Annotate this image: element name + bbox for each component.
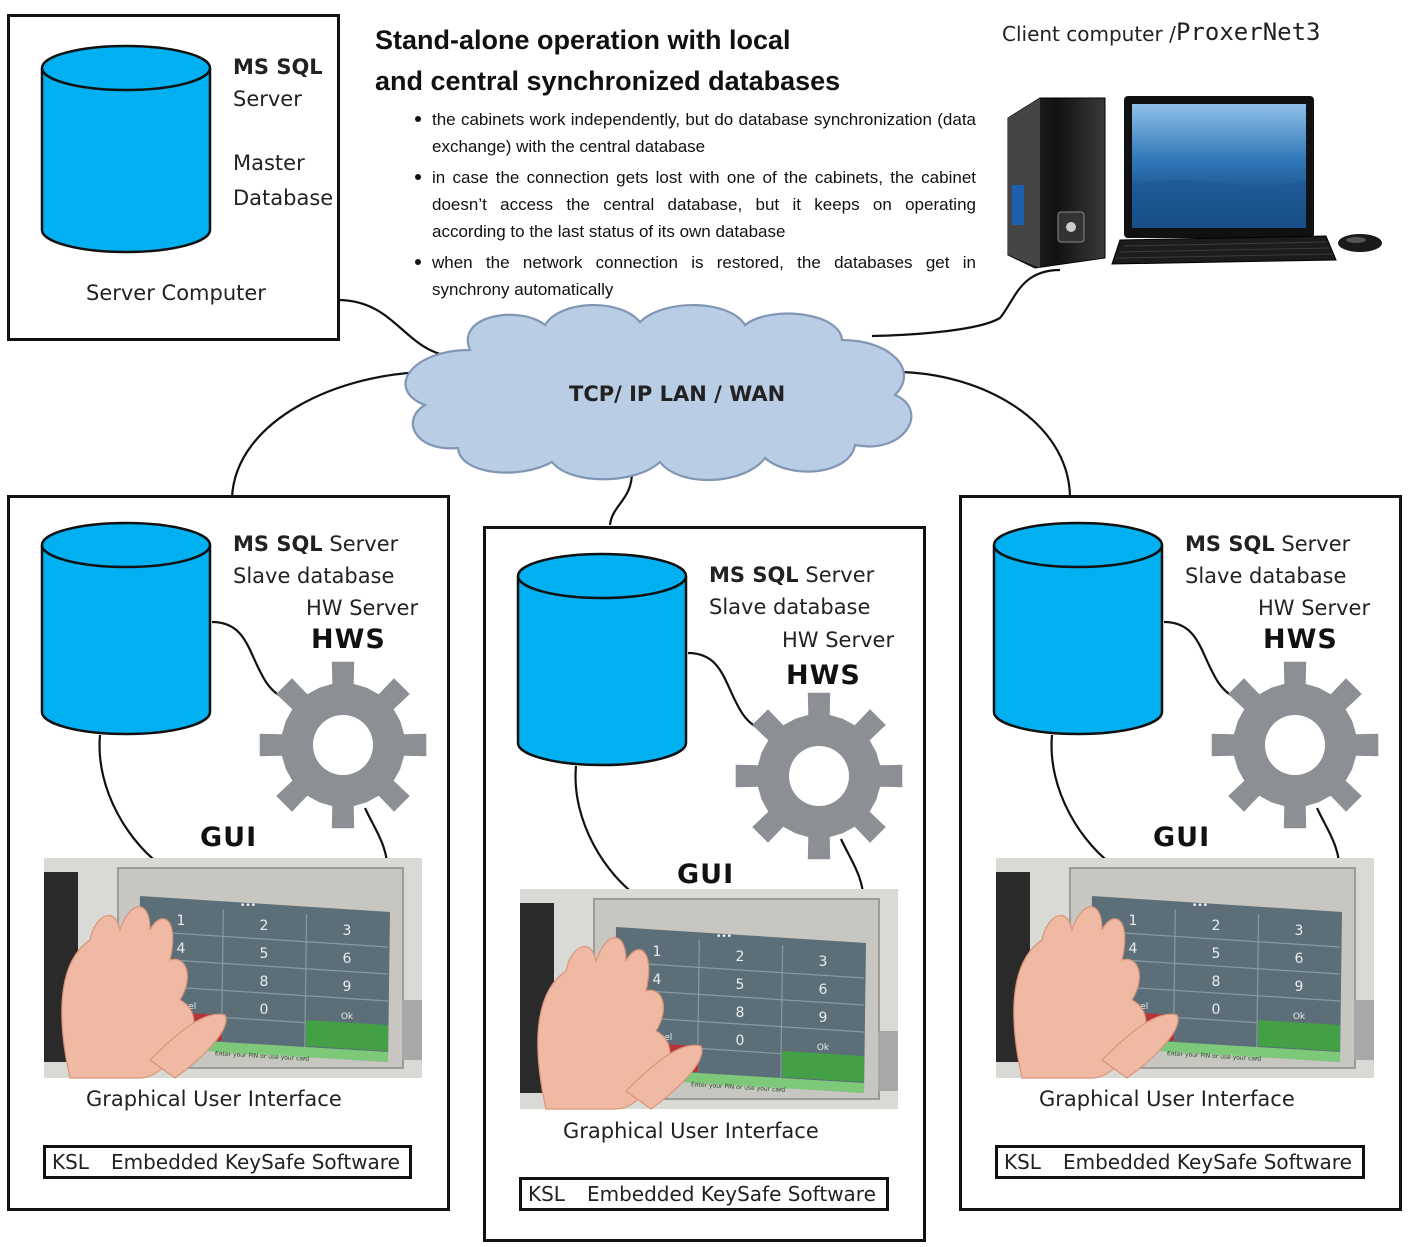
link-cloud-cabinet1 <box>230 370 433 499</box>
ksl-name: Embedded KeySafe Software <box>110 1150 400 1174</box>
server-server-label: Server <box>233 87 302 111</box>
cabinet2-gui-label: GUI <box>677 859 735 890</box>
cabinet1-slave-db-label: Slave database <box>233 564 395 588</box>
link-cloud-cabinet3 <box>894 370 1072 497</box>
ksl-code: KSL <box>1004 1150 1041 1174</box>
server-database-label: Database <box>233 186 334 210</box>
cabinet2-hw-server-label: HW Server <box>782 628 895 652</box>
cabinet3-hw-server-label: HW Server <box>1258 596 1371 620</box>
link-client-cloud <box>871 268 1061 338</box>
ksl-code: KSL <box>528 1182 565 1206</box>
cabinet2-ksl-box: KSL Embedded KeySafe Software <box>519 1177 889 1211</box>
cabinet1-hws-label: HWS <box>311 624 386 655</box>
cabinet1-ms-sql-server-label: MS SQL Server <box>233 532 398 556</box>
cabinet2-gui-caption: Graphical User Interface <box>563 1119 819 1143</box>
server-ms-sql-label: MS SQL <box>233 55 323 79</box>
diagram-title-line2: and central synchronized databases <box>375 66 841 96</box>
ksl-code: KSL <box>52 1150 89 1174</box>
proxernet-brand: ProxerNet3 <box>1176 18 1321 46</box>
cabinet3-gui-label: GUI <box>1153 822 1211 853</box>
server-text: Server <box>805 563 875 587</box>
cabinet3-slave-db-label: Slave database <box>1185 564 1347 588</box>
cabinet1-hw-server-label: HW Server <box>306 596 419 620</box>
cabinet3-hws-label: HWS <box>1263 624 1338 655</box>
cabinet3-gui-caption: Graphical User Interface <box>1039 1087 1295 1111</box>
ksl-name: Embedded KeySafe Software <box>586 1182 876 1206</box>
bullet-item: in case the connection gets lost with on… <box>415 164 976 245</box>
diagram-title-line1: Stand-alone operation with local <box>375 25 791 55</box>
cabinet3-ms-sql-server-label: MS SQL Server <box>1185 532 1350 556</box>
cabinet2-ms-sql-server-label: MS SQL Server <box>709 563 874 587</box>
cabinet2-hws-label: HWS <box>786 660 861 691</box>
ms-sql-text: MS SQL <box>709 563 799 587</box>
cabinet1-ksl-box: KSL Embedded KeySafe Software <box>43 1145 412 1179</box>
cabinet2-slave-db-label: Slave database <box>709 595 871 619</box>
cabinet1-gui-caption: Graphical User Interface <box>86 1087 342 1111</box>
cabinet3-ksl-box: KSL Embedded KeySafe Software <box>995 1145 1365 1179</box>
bullet-item: when the network connection is restored,… <box>415 249 976 303</box>
bullet-item: the cabinets work independently, but do … <box>415 106 976 160</box>
client-computer-label: Client computer / <box>1002 22 1176 46</box>
ksl-name: Embedded KeySafe Software <box>1062 1150 1352 1174</box>
server-text: Server <box>1281 532 1351 556</box>
cabinet1-gui-label: GUI <box>200 822 258 853</box>
feature-bullet-list: the cabinets work independently, but do … <box>415 106 976 307</box>
ms-sql-text: MS SQL <box>1185 532 1275 556</box>
network-cloud <box>404 304 913 481</box>
server-text: Server <box>329 532 399 556</box>
link-cloud-cabinet2 <box>608 471 634 526</box>
server-master-label: Master <box>233 151 305 175</box>
network-label: TCP/ IP LAN / WAN <box>569 382 786 406</box>
server-computer-caption: Server Computer <box>86 281 266 305</box>
ms-sql-text: MS SQL <box>233 532 323 556</box>
